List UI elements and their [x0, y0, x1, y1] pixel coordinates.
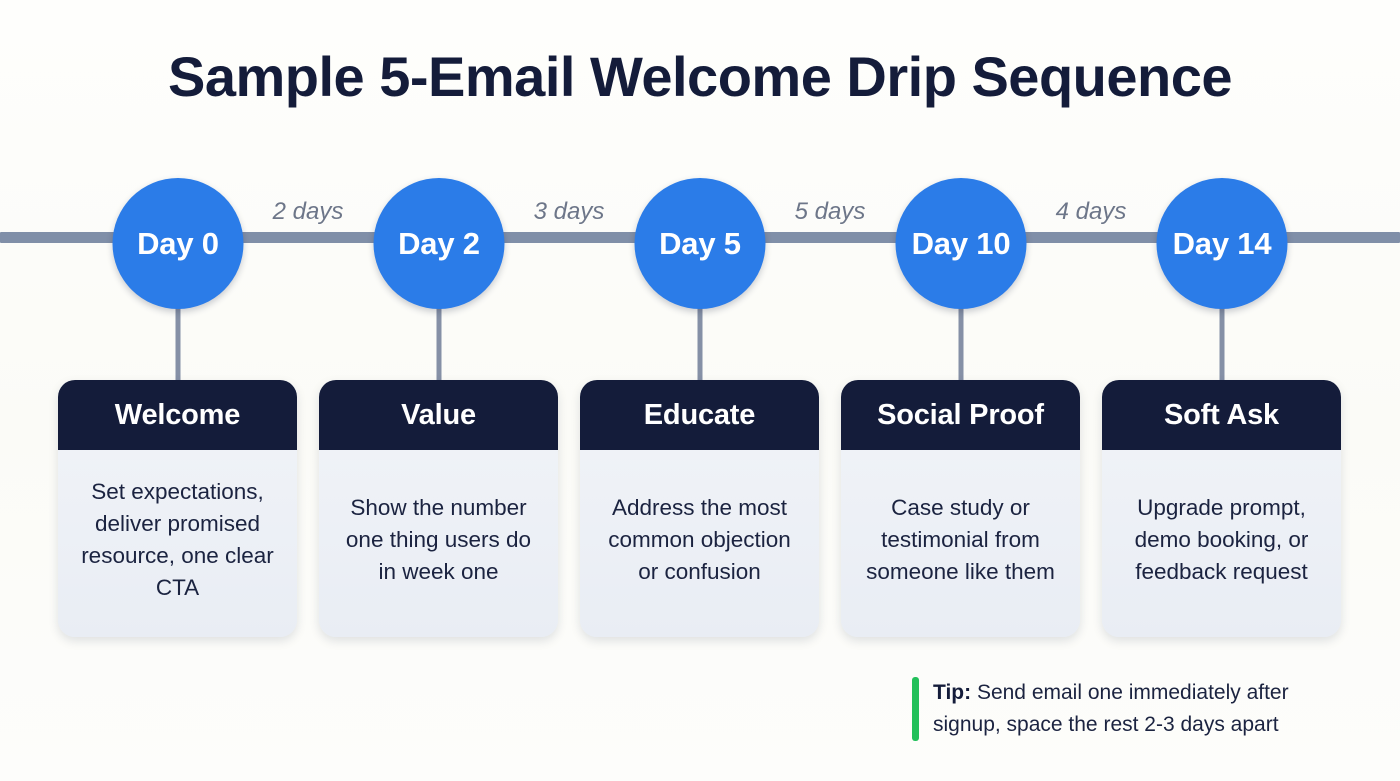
timeline-node-label: Day 14 — [1172, 225, 1272, 261]
email-card-row: Welcome Set expectations, deliver promis… — [58, 380, 1342, 637]
card-body: Set expectations, deliver promised resou… — [58, 450, 297, 637]
card-header: Social Proof — [841, 380, 1080, 450]
timeline-node-day-0[interactable]: Day 0 — [112, 178, 244, 309]
card-title: Social Proof — [877, 398, 1044, 431]
card-header: Value — [319, 380, 558, 450]
interval-label-3: 5 days — [794, 198, 866, 225]
interval-label-2: 3 days — [533, 198, 605, 225]
connector-line-4 — [958, 300, 964, 382]
card-header: Welcome — [58, 380, 297, 450]
email-card-social-proof[interactable]: Social Proof Case study or testimonial f… — [841, 380, 1080, 637]
card-body: Case study or testimonial from someone l… — [841, 450, 1080, 637]
card-description: Set expectations, deliver promised resou… — [81, 478, 274, 600]
tip-label: Tip: — [933, 681, 972, 704]
card-title: Educate — [643, 398, 756, 431]
interval-label-1: 2 days — [272, 198, 344, 225]
timeline-node-label: Day 10 — [911, 225, 1011, 261]
card-description: Show the number one thing users do in we… — [345, 494, 532, 584]
card-title: Soft Ask — [1164, 398, 1279, 431]
connector-line-2 — [436, 300, 442, 382]
connector-line-5 — [1219, 300, 1225, 382]
timeline-node-label: Day 2 — [398, 225, 480, 261]
card-body: Upgrade prompt, demo booking, or feedbac… — [1102, 450, 1341, 637]
card-description: Address the most common objection or con… — [608, 494, 791, 584]
timeline-node-day-14[interactable]: Day 14 — [1156, 178, 1288, 309]
card-body: Show the number one thing users do in we… — [319, 450, 558, 637]
email-card-welcome[interactable]: Welcome Set expectations, deliver promis… — [58, 380, 297, 637]
card-title: Value — [401, 398, 476, 431]
timeline-node-label: Day 0 — [137, 225, 219, 261]
card-description: Case study or testimonial from someone l… — [866, 494, 1055, 584]
timeline-node-label: Day 5 — [659, 225, 741, 261]
page-title: Sample 5-Email Welcome Drip Sequence — [167, 45, 1233, 108]
timeline-node-day-2[interactable]: Day 2 — [373, 178, 505, 309]
card-description: Upgrade prompt, demo booking, or feedbac… — [1134, 494, 1309, 584]
tip-body: Send email one immediately after signup,… — [933, 681, 1289, 736]
card-header: Educate — [580, 380, 819, 450]
email-card-soft-ask[interactable]: Soft Ask Upgrade prompt, demo booking, o… — [1102, 380, 1341, 637]
card-body: Address the most common objection or con… — [580, 450, 819, 637]
timeline-node-day-5[interactable]: Day 5 — [634, 178, 766, 309]
card-title: Welcome — [114, 398, 241, 431]
interval-label-4: 4 days — [1055, 198, 1127, 225]
email-card-educate[interactable]: Educate Address the most common objectio… — [580, 380, 819, 637]
connector-line-3 — [697, 300, 703, 382]
card-header: Soft Ask — [1102, 380, 1341, 450]
email-card-value[interactable]: Value Show the number one thing users do… — [319, 380, 558, 637]
timeline-node-day-10[interactable]: Day 10 — [895, 178, 1027, 309]
tip-callout: Tip: Send email one immediately after si… — [912, 677, 1353, 741]
connector-line-1 — [175, 300, 181, 382]
tip-text: Tip: Send email one immediately after si… — [933, 677, 1353, 741]
tip-accent-bar — [912, 677, 919, 741]
